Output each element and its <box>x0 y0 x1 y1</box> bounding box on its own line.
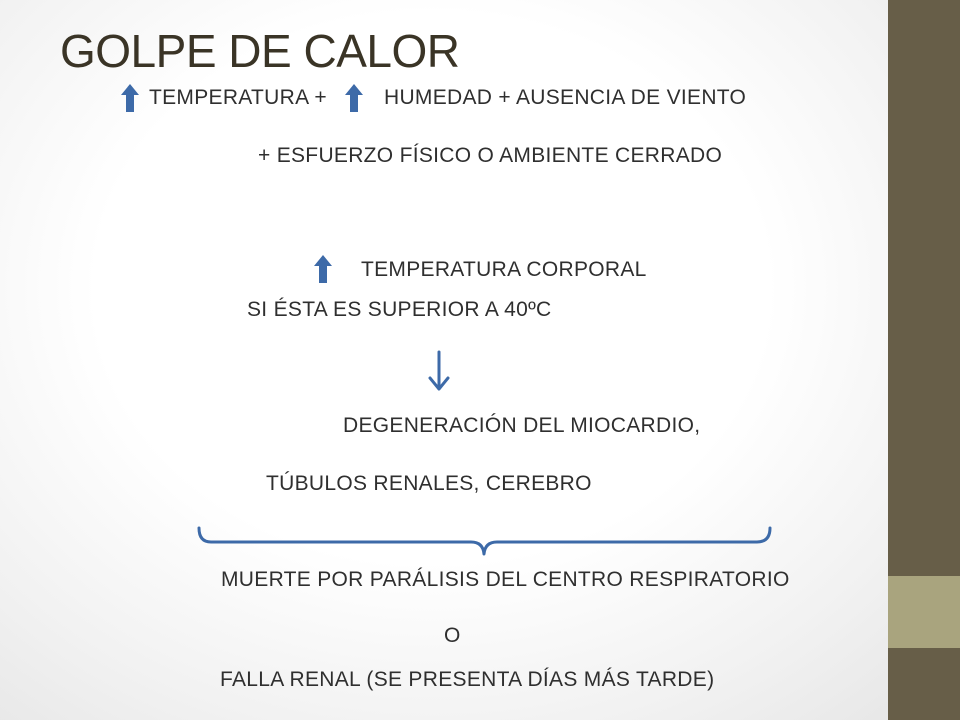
muerte-text: MUERTE POR PARÁLISIS DEL CENTRO RESPIRAT… <box>221 568 790 591</box>
superior-40-text: SI ÉSTA ES SUPERIOR A 40ºC <box>247 298 552 321</box>
down-arrow-icon <box>428 350 450 391</box>
temperatura-corporal-text: TEMPERATURA CORPORAL <box>361 258 647 281</box>
up-arrow-icon <box>121 84 139 112</box>
falla-renal-text: FALLA RENAL (SE PRESENTA DÍAS MÁS TARDE) <box>220 668 715 691</box>
decorative-sidebar-accent <box>888 576 960 648</box>
up-arrow-icon <box>345 84 363 112</box>
slide-canvas: GOLPE DE CALOR TEMPERATURA + HUMEDAD + A… <box>60 25 790 691</box>
degeneracion-text: DEGENERACIÓN DEL MIOCARDIO, <box>343 414 701 437</box>
humedad-viento-text: HUMEDAD + AUSENCIA DE VIENTO <box>384 86 747 109</box>
tubulos-text: TÚBULOS RENALES, CEREBRO <box>266 472 592 495</box>
up-arrow-icon <box>314 255 332 283</box>
temperatura-plus-text: TEMPERATURA + <box>149 86 327 109</box>
curly-brace-icon <box>197 526 772 556</box>
slide-title: GOLPE DE CALOR <box>60 25 460 77</box>
esfuerzo-text: + ESFUERZO FÍSICO O AMBIENTE CERRADO <box>258 144 723 167</box>
o-text: O <box>444 624 461 647</box>
